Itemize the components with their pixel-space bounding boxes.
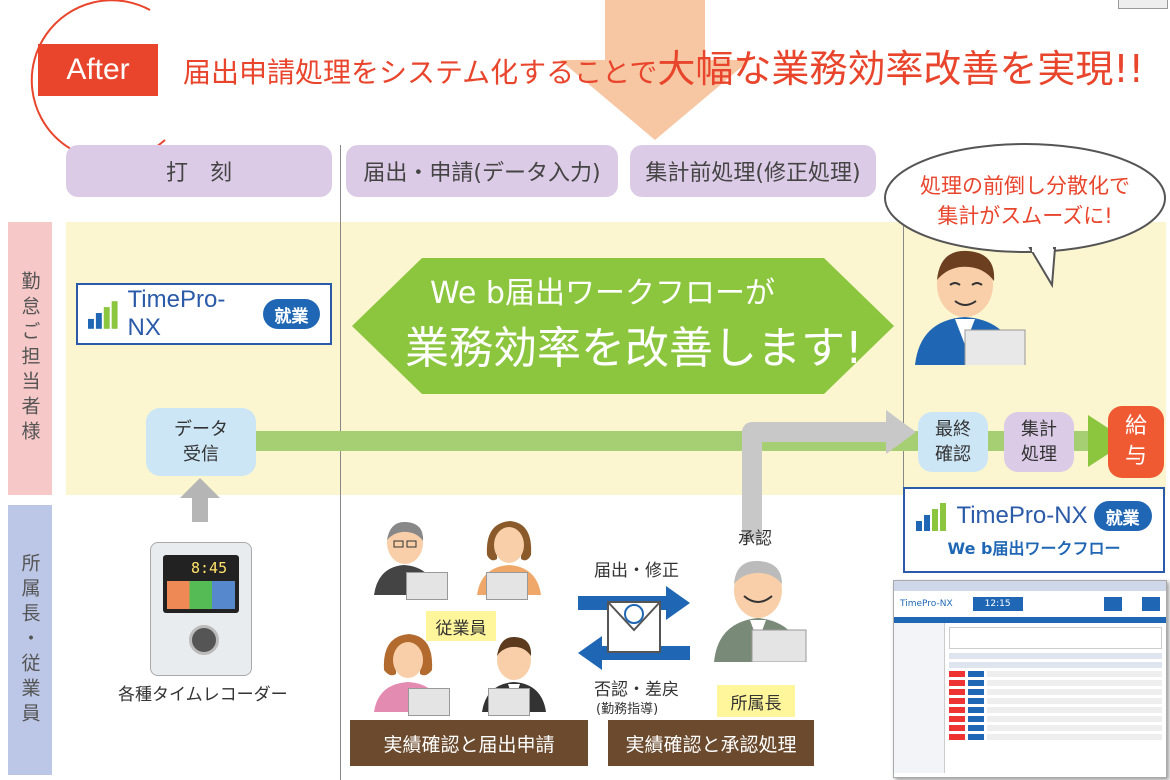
recorder-buttons xyxy=(167,581,235,609)
screenshot-btn-1 xyxy=(1104,597,1122,611)
headline-big: 大幅な業務効率改善を実現!! xyxy=(657,47,1144,91)
speech-bubble-shape xyxy=(884,143,1166,289)
aggregate-box: 集計 処理 xyxy=(1004,412,1074,472)
laptop-4 xyxy=(488,688,530,716)
banner-line-1: We b届出ワークフローが xyxy=(430,276,775,311)
phase-application: 届出・申請(データ入力) xyxy=(346,145,618,197)
screenshot-col-grey xyxy=(987,671,1162,741)
recorder-time: 8:45 xyxy=(191,559,228,577)
screenshot-content xyxy=(945,623,1166,773)
screenshot-row xyxy=(949,653,1162,659)
manager-illustration xyxy=(714,560,807,662)
exchange-submit-label: 届出・修正 xyxy=(594,561,679,581)
time-recorder-device: 8:45 xyxy=(150,542,252,676)
approval-arrow-head xyxy=(886,410,916,454)
screenshot-titlebar xyxy=(894,581,1166,591)
laptop-1 xyxy=(406,572,448,600)
pay-l2: 与 xyxy=(1124,444,1147,469)
exchange-reject-sub: (勤務指導) xyxy=(596,702,659,717)
headline: 届出申請処理をシステム化することで大幅な業務効率改善を実現!! xyxy=(183,38,1144,93)
phase-preprocessing: 集計前処理(修正処理) xyxy=(630,145,876,197)
approve-label: 承認 xyxy=(738,529,772,549)
approval-arrow-vertical xyxy=(742,430,762,540)
data-receive-l2: 受信 xyxy=(183,444,219,465)
employee-bar: 実績確認と届出申請 xyxy=(350,720,588,766)
screenshot-table xyxy=(949,671,1162,741)
corner-decoration xyxy=(1118,0,1168,9)
data-receive-l1: データ xyxy=(174,419,228,440)
screenshot-col-red xyxy=(949,671,965,741)
screenshot-col-blue xyxy=(968,671,984,741)
payroll-box: 給 与 xyxy=(1108,406,1164,478)
phase-clocking: 打 刻 xyxy=(66,145,332,197)
lane-label-admin: 勤怠ご担当者様 xyxy=(8,222,52,495)
logo-right-row: TimePro-NX 就業 xyxy=(916,501,1152,531)
flow-arrow-shaft xyxy=(250,431,1120,451)
logo-badge: 就業 xyxy=(262,299,320,329)
pay-l1: 給 xyxy=(1124,414,1147,439)
screenshot-btn-2 xyxy=(1142,597,1160,611)
manager-label: 所属長 xyxy=(717,685,795,717)
agg-l2: 処理 xyxy=(1021,444,1057,465)
logo-bars-icon xyxy=(916,503,947,531)
logo-right-badge: 就業 xyxy=(1093,501,1152,531)
banner-line-2: 業務効率を改善します! xyxy=(405,323,863,374)
screenshot-row xyxy=(949,662,1162,668)
agg-l1: 集計 xyxy=(1021,419,1057,440)
final-check-box: 最終 確認 xyxy=(918,412,988,472)
logo-brand: TimePro-NX xyxy=(127,286,226,341)
screenshot-body xyxy=(894,623,1166,773)
divider-2 xyxy=(903,210,904,500)
speech-line-2: 集計がスムーズに! xyxy=(937,204,1113,228)
screenshot-nav xyxy=(894,617,1166,623)
up-arrow-icon xyxy=(180,478,220,522)
recorder-dial xyxy=(189,625,219,655)
manager-bar: 実績確認と承認処理 xyxy=(608,720,814,766)
approval-arrow-horizontal xyxy=(742,422,902,442)
final-l2: 確認 xyxy=(935,444,971,465)
exchange-reject-label: 否認・差戻 xyxy=(594,680,679,700)
recorder-caption: 各種タイムレコーダー xyxy=(118,685,288,705)
divider-1 xyxy=(340,145,341,780)
logo-bars-icon xyxy=(88,301,118,329)
header-arc xyxy=(30,0,166,150)
data-receive-box: データ 受信 xyxy=(146,408,256,476)
lane-label-staff: 所属長・従業員 xyxy=(8,505,52,775)
laptop-2 xyxy=(486,572,528,600)
logo-right-brand: TimePro-NX xyxy=(956,502,1088,529)
admin-person-illustration xyxy=(915,250,1026,365)
headline-small: 届出申請処理をシステム化することで xyxy=(183,56,658,89)
screenshot-logo: TimePro-NX xyxy=(900,599,953,609)
workflow-banner-shape xyxy=(352,258,894,394)
exchange-arrows-icon xyxy=(578,586,690,670)
screenshot-header: TimePro-NX 12:15 xyxy=(894,591,1166,617)
final-l1: 最終 xyxy=(935,419,971,440)
speech-line-1: 処理の前倒し分散化で xyxy=(920,174,1130,198)
workflow-subtitle: We b届出ワークフロー xyxy=(947,539,1121,558)
timepro-logo-right: TimePro-NX 就業 We b届出ワークフロー xyxy=(903,487,1165,573)
top-down-arrow xyxy=(560,0,750,140)
employee-label: 従業員 xyxy=(426,611,496,641)
app-screenshot: TimePro-NX 12:15 xyxy=(893,580,1167,778)
after-badge: After xyxy=(38,44,158,96)
timepro-logo-left: TimePro-NX 就業 xyxy=(76,283,332,345)
laptop-3 xyxy=(408,688,450,716)
screenshot-panel xyxy=(949,627,1162,649)
recorder-screen: 8:45 xyxy=(163,555,239,613)
screenshot-sidebar xyxy=(894,623,945,773)
screenshot-clock: 12:15 xyxy=(972,597,1023,611)
